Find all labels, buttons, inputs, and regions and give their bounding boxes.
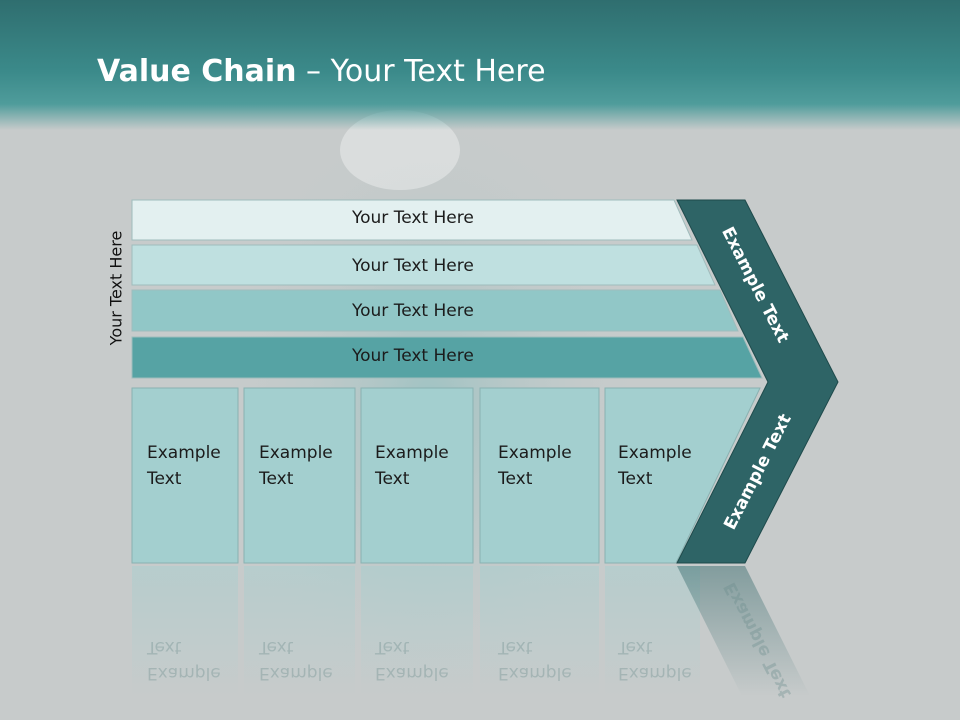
bar-3 [131,289,739,332]
bar-2 [131,244,716,286]
bar-1 [131,199,693,241]
header-band [0,0,960,130]
chevron-arrow [676,199,839,564]
bar-label-3: Your Text Here [352,301,474,321]
box-5 [604,387,761,564]
bar-label-4: Your Text Here [352,346,474,366]
box-1 [131,387,239,564]
box-2 [243,387,356,564]
bar-label-2: Your Text Here [352,256,474,276]
bar-4 [131,336,763,379]
page-title: Value Chain – Your Text Here [97,54,546,89]
box-3 [360,387,474,564]
bar-label-1: Your Text Here [352,208,474,228]
box-4 [479,387,600,564]
